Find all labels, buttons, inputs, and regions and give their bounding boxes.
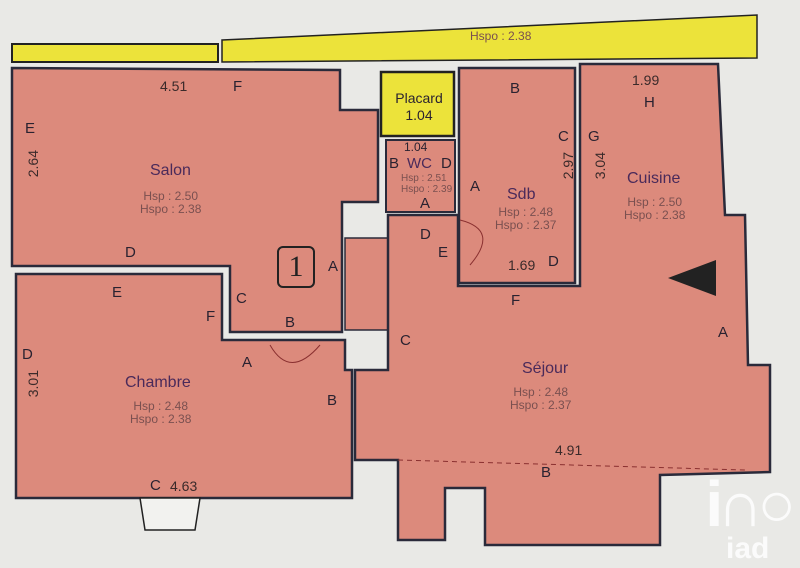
sejour-dim-bottom: 4.91 — [555, 442, 583, 458]
wall-label: B — [327, 392, 338, 409]
wall-label: F — [206, 308, 216, 325]
wall-label: H — [644, 94, 655, 111]
wall-label: C — [150, 477, 161, 494]
wall-label: D — [125, 244, 136, 261]
wall-label: C — [400, 332, 411, 349]
sdb-area — [457, 66, 577, 285]
cuisine-name: Cuisine — [627, 170, 681, 187]
iad-logo: i∩○ iad — [705, 468, 796, 565]
wc-name: WC — [407, 155, 432, 172]
wall-label: D — [420, 226, 431, 243]
chambre-area — [14, 272, 354, 500]
sdb-hsp: Hsp : 2.48 — [498, 205, 554, 219]
salon-dim-side: 2.64 — [25, 150, 41, 178]
wall-label: A — [420, 195, 431, 212]
placard-name: Placard — [395, 90, 443, 106]
salon-area — [10, 66, 380, 334]
wc-dim: 1.04 — [404, 140, 428, 154]
sdb-name: Sdb — [507, 186, 536, 203]
sdb-dim-side: 2.97 — [560, 152, 576, 180]
wall-label: A — [718, 324, 729, 341]
hallway-strip-right — [221, 14, 758, 63]
sejour-cuisine-area — [353, 62, 772, 547]
wall-label: B — [510, 80, 521, 97]
salon-hsp: Hsp : 2.50 — [143, 189, 199, 203]
sejour-hspo: Hspo : 2.37 — [510, 398, 572, 412]
wall-label: E — [438, 244, 449, 261]
iad-logo-text: iad — [725, 532, 770, 565]
salon-name: Salon — [150, 162, 191, 179]
cuisine-hsp: Hsp : 2.50 — [627, 195, 683, 209]
salon-hspo: Hspo : 2.38 — [140, 202, 202, 216]
wc-area — [385, 139, 456, 213]
wall-label: B — [541, 464, 552, 481]
wc-hspo: Hspo : 2.39 — [401, 184, 453, 195]
wall-label: F — [511, 292, 521, 309]
cuisine-dim-top: 1.99 — [632, 72, 660, 88]
wall-label: A — [242, 354, 253, 371]
strip-heights: Hspo : 2.38 — [470, 30, 531, 43]
wall-label: A — [470, 178, 481, 195]
chambre-hsp: Hsp : 2.48 — [133, 399, 189, 413]
wall-label: B — [285, 314, 296, 331]
chambre-dim-bottom: 4.63 — [170, 478, 198, 494]
cuisine-dim-side: 3.04 — [592, 152, 608, 180]
door-swing-icon — [459, 219, 484, 266]
strip-hspo: Hspo : 2.38 — [470, 29, 532, 43]
iad-logo-mark: i∩○ — [705, 468, 796, 540]
door-swing-icon — [269, 344, 321, 363]
wall-label: F — [233, 78, 243, 95]
placard-area — [379, 70, 456, 138]
entrance-arrow-icon — [668, 260, 716, 296]
wall-label: G — [588, 128, 600, 145]
wall-label: E — [112, 284, 123, 301]
wall-label: B — [389, 155, 400, 172]
sejour-hsp: Hsp : 2.48 — [513, 385, 569, 399]
wall-label: D — [548, 253, 559, 270]
level-badge: 1 — [277, 246, 315, 288]
window-bay — [139, 497, 201, 531]
sdb-hspo: Hspo : 2.37 — [495, 218, 557, 232]
wall-label: C — [236, 290, 247, 307]
hallway-strip-left — [11, 43, 219, 63]
wall-label: D — [441, 155, 452, 172]
chambre-name: Chambre — [125, 374, 191, 391]
passage-area — [344, 237, 389, 331]
placard-dim: 1.04 — [405, 107, 433, 123]
wall-label: A — [328, 258, 339, 275]
chambre-dim-side: 3.01 — [25, 370, 41, 398]
salon-dim-top: 4.51 — [160, 78, 188, 94]
chambre-hspo: Hspo : 2.38 — [130, 412, 192, 426]
sdb-dim-bottom: 1.69 — [508, 257, 536, 273]
cuisine-hspo: Hspo : 2.38 — [624, 208, 686, 222]
wc-hsp: Hsp : 2.51 — [401, 173, 447, 184]
sejour-name: Séjour — [522, 360, 569, 377]
wall-label: C — [558, 128, 569, 145]
wall-label: E — [25, 120, 36, 137]
wall-label: D — [22, 346, 33, 363]
